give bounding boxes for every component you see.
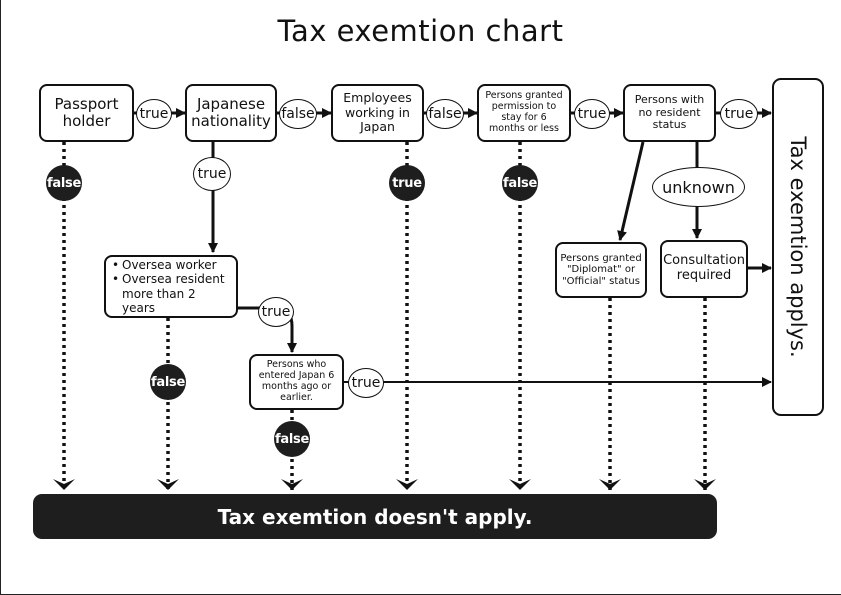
box-consultation-label: Consultation required (663, 253, 745, 283)
false-label: false (426, 99, 464, 129)
true-label: true (574, 99, 610, 129)
true-badge: true (389, 165, 425, 201)
true-label: true (258, 297, 294, 327)
box-consultation: Consultation required (660, 240, 748, 298)
outcome-not-applies-label: Tax exemtion doesn't apply. (217, 504, 533, 529)
box-japanese-nationality: Japanese nationality (185, 84, 277, 142)
outcome-applies-label: Tax exemtion applys. (786, 136, 810, 358)
outcome-applies-box: Tax exemtion applys. (772, 78, 824, 416)
outcome-not-applies-bar: Tax exemtion doesn't apply. (33, 494, 717, 539)
unknown-label: unknown (652, 167, 745, 207)
false-badge: false (502, 165, 538, 201)
false-badge: false (150, 364, 186, 400)
chart-title: Tax exemtion chart (277, 14, 564, 48)
bullet-oversea-worker: Oversea worker (112, 258, 230, 273)
box-employees-working-label: Employees working in Japan (343, 90, 412, 135)
box-passport-holder-label: Passport holder (54, 94, 119, 130)
box-passport-holder: Passport holder (39, 84, 134, 142)
box-entered-japan-label: Persons who entered Japan 6 months ago o… (258, 359, 335, 403)
true-label: true (348, 368, 384, 398)
box-diplomat-label: Persons granted "Diplomat" or "Official"… (560, 252, 642, 287)
box-persons-6-months: Persons granted permission to stay for 6… (477, 84, 571, 142)
true-label: true (136, 99, 172, 129)
false-label: false (279, 99, 317, 129)
box-employees-working: Employees working in Japan (331, 84, 424, 142)
box-no-resident-status: Persons with no resident status (623, 84, 716, 142)
true-label: true (193, 157, 231, 191)
box-persons-6-months-label: Persons granted permission to stay for 6… (485, 90, 563, 134)
box-oversea-conditions: Oversea worker Oversea resident more tha… (104, 255, 238, 318)
box-japanese-nationality-label: Japanese nationality (191, 94, 271, 130)
arrow-noresident-to-diplomat (617, 141, 645, 241)
false-badge: false (274, 421, 310, 457)
box-no-resident-status-label: Persons with no resident status (634, 93, 705, 132)
bullet-oversea-resident: Oversea resident more than 2 years (112, 272, 230, 315)
box-entered-japan: Persons who entered Japan 6 months ago o… (249, 354, 344, 410)
box-diplomat: Persons granted "Diplomat" or "Official"… (555, 242, 647, 298)
false-badge: false (46, 165, 82, 201)
true-label: true (720, 99, 758, 129)
